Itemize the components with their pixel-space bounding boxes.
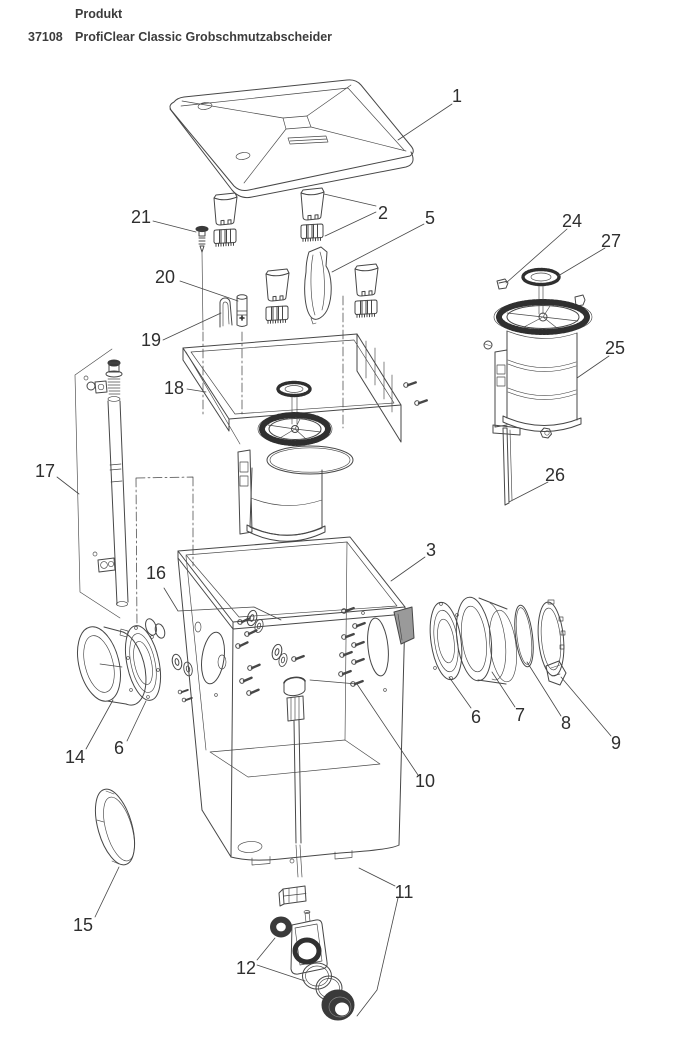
callout-5: 5: [425, 208, 435, 228]
inlet-socket-part-7: [455, 596, 517, 685]
callout-27: 27: [601, 231, 621, 251]
standpipe-part-11: [283, 676, 306, 878]
gasket-part-6-left: [124, 625, 162, 701]
rod-part-26: [502, 427, 513, 506]
callout-18: 18: [164, 378, 184, 398]
callout-21: 21: [131, 207, 151, 227]
centerlines: [135, 295, 344, 628]
callout-3: 3: [426, 540, 436, 560]
drain-tube-part-17: [74, 348, 129, 619]
callout-7: 7: [515, 705, 525, 725]
callout-9: 9: [611, 733, 621, 753]
callout-6a: 6: [114, 738, 124, 758]
callout-20: 20: [155, 267, 175, 287]
clamp-ring-part-9: [537, 599, 567, 686]
slip-ring-part-15: [94, 788, 136, 866]
product-name: ProfiClear Classic Grobschmutzabscheider: [75, 30, 333, 44]
callout-1: 1: [452, 86, 462, 106]
strainer-basket-part-25: [483, 294, 593, 439]
drain-valve-kit-part-12: [270, 910, 355, 1021]
pin-part-21: [195, 225, 209, 331]
callout-26: 26: [545, 465, 565, 485]
callout-10: 10: [415, 771, 435, 791]
callout-8: 8: [561, 713, 571, 733]
o-ring-part-8: [514, 604, 534, 668]
gasket-part-6-right: [429, 601, 463, 681]
callout-25: 25: [605, 338, 625, 358]
callout-17: 17: [35, 461, 55, 481]
clip-part-24: [496, 278, 509, 290]
filter-cups-part-2: [213, 187, 379, 324]
callout-19: 19: [141, 330, 161, 350]
tank-part-3: [177, 536, 415, 866]
guide-clamp: [278, 885, 307, 907]
lid-part-1: [169, 79, 414, 199]
outlet-socket-part-14: [77, 626, 147, 706]
callout-24: 24: [562, 211, 582, 231]
paddle-part-5: [304, 246, 332, 325]
callout-12: 12: [236, 958, 256, 978]
media-tray-part-18: [182, 333, 429, 542]
callout-6b: 6: [471, 707, 481, 727]
callout-15: 15: [73, 915, 93, 935]
screw-set-part-16: [234, 608, 306, 697]
product-column-label: Produkt: [75, 7, 123, 21]
callout-labels: 1 2 3 5 6 6 7 8 9 10 11 12 14 15 16 17 1…: [35, 86, 625, 978]
callout-11: 11: [395, 882, 414, 902]
callout-16: 16: [146, 563, 166, 583]
clip-part-19: [219, 297, 233, 328]
rotor-knob-part-27: [521, 267, 561, 315]
sleeve-part-20: [236, 294, 248, 327]
callout-2: 2: [378, 203, 388, 223]
callout-14: 14: [65, 747, 85, 767]
article-number: 37108: [28, 30, 63, 44]
leader-lines: [56, 103, 612, 1017]
small-rings: [145, 618, 194, 704]
